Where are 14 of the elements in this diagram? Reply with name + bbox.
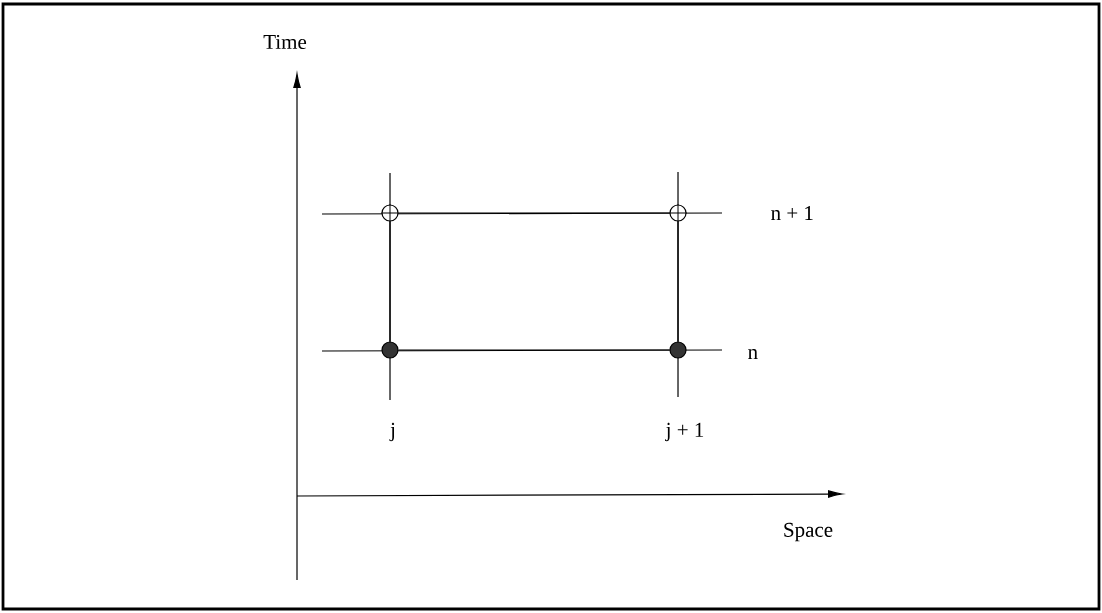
grid-line — [389, 221, 391, 342]
grid-line — [398, 349, 670, 351]
grid-line — [398, 212, 670, 214]
grid-line — [677, 221, 679, 342]
axis-label: n — [748, 349, 758, 359]
filled-grid-point — [381, 341, 399, 359]
filled-grid-point — [669, 341, 687, 359]
open-grid-point — [380, 203, 400, 223]
axis-label: j — [389, 422, 395, 442]
axis-label: Space — [784, 522, 833, 542]
open-grid-point — [668, 203, 688, 223]
axis-label: Time — [263, 34, 307, 50]
axis-label: j + 1 — [665, 422, 704, 442]
axis-label: n + 1 — [771, 206, 813, 220]
